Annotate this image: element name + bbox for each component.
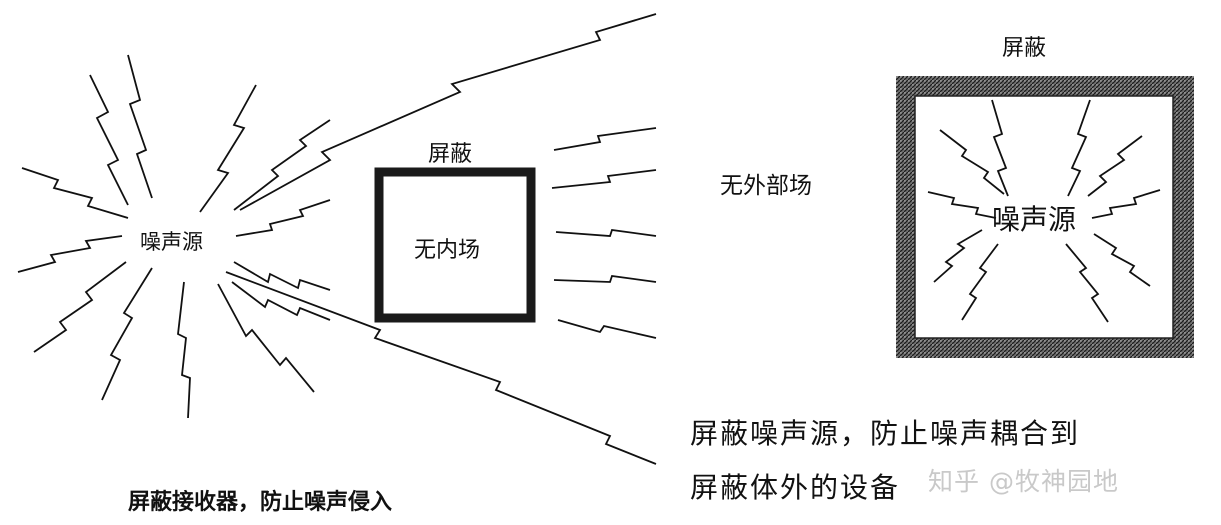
left-no-inner-field-label: 无内场: [414, 238, 481, 263]
noise-ray: [557, 319, 657, 339]
noise-ray: [551, 169, 657, 189]
right-no-outer-field-label: 无外部场: [720, 173, 812, 199]
right-caption-line2: 屏蔽体外的设备: [690, 471, 901, 504]
left-noise-rays: [17, 54, 331, 419]
noise-ray: [1093, 233, 1151, 287]
noise-ray: [225, 271, 657, 465]
noise-ray: [233, 119, 331, 211]
noise-ray: [553, 275, 657, 283]
noise-ray: [553, 127, 657, 151]
left-noise-source-label: 噪声源: [140, 230, 203, 254]
noise-ray: [127, 54, 153, 199]
right-caption-line1: 屏蔽噪声源，防止噪声耦合到: [690, 417, 1081, 450]
right-shield-label: 屏蔽: [1002, 36, 1047, 61]
watermark-text: 知乎 @牧神园地: [928, 467, 1119, 496]
left-shield-label: 屏蔽: [428, 142, 473, 167]
right-noise-source-label: 噪声源: [992, 203, 1077, 236]
noise-ray: [933, 229, 983, 283]
noise-ray: [555, 229, 657, 237]
left-long-rays: [225, 13, 657, 465]
noise-ray: [991, 99, 1009, 197]
noise-ray: [1067, 99, 1091, 197]
noise-ray: [17, 235, 123, 273]
noise-ray: [939, 129, 1005, 195]
left-caption: 屏蔽接收器，防止噪声侵入: [128, 490, 393, 515]
left-outer-rays: [551, 127, 657, 339]
noise-ray: [33, 261, 127, 353]
noise-ray: [177, 281, 191, 419]
noise-ray: [89, 74, 129, 206]
left-shield-box: [374, 167, 536, 323]
noise-ray: [235, 199, 331, 237]
noise-ray: [961, 243, 999, 321]
noise-ray: [231, 281, 331, 321]
noise-ray: [199, 84, 257, 213]
noise-ray: [1091, 189, 1161, 219]
noise-ray: [1087, 135, 1143, 197]
noise-ray: [239, 13, 657, 211]
noise-ray: [217, 283, 315, 393]
noise-ray: [927, 191, 997, 219]
noise-ray: [1065, 243, 1109, 323]
right-shield-inner: [914, 95, 1174, 339]
noise-ray: [233, 261, 331, 291]
right-noise-rays: [927, 99, 1161, 323]
noise-ray: [101, 267, 153, 401]
noise-ray: [21, 167, 129, 219]
